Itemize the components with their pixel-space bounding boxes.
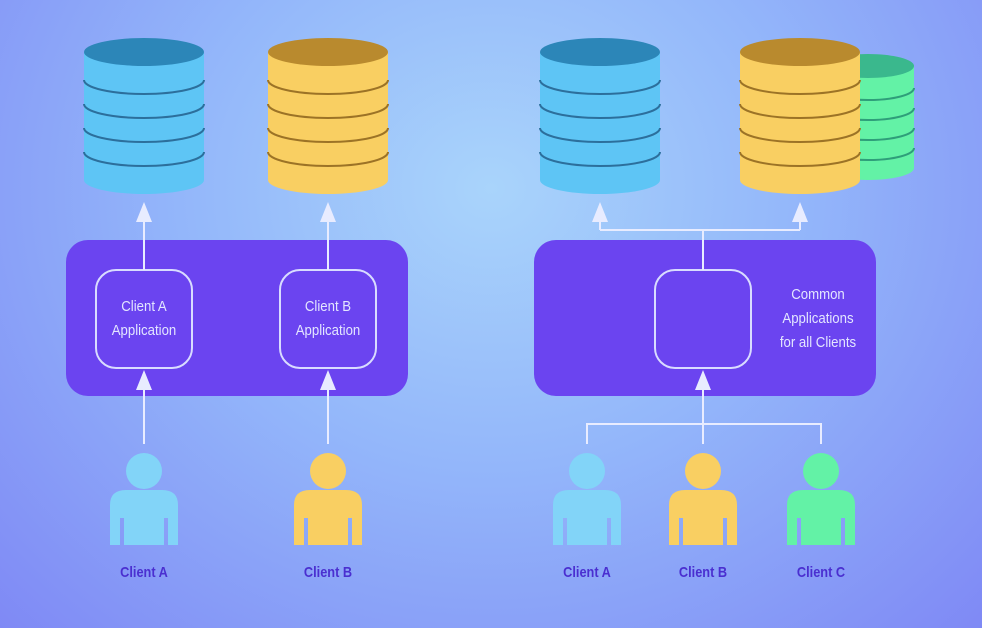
client-label-left-a: Client A: [120, 564, 168, 581]
client-b-application-label: Client B Application: [286, 295, 370, 343]
database-icon: [83, 38, 205, 194]
common-line3: for all Clients: [779, 334, 857, 351]
app-panel-left: [66, 240, 408, 396]
person-icon: [669, 453, 737, 545]
person-icon: [110, 453, 178, 545]
client-a-application-line2: Application: [111, 322, 177, 339]
person-icon: [294, 453, 362, 545]
arrow-up-icon: [586, 202, 822, 444]
client-a-application-line1: Client A: [121, 298, 167, 315]
client-label-left-b: Client B: [303, 564, 353, 581]
person-icon: [553, 453, 621, 545]
client-b-application-line2: Application: [295, 322, 361, 339]
client-label-right-b: Client B: [678, 564, 728, 581]
client-label-right-a: Client A: [563, 564, 611, 581]
app-panel-right: [534, 240, 876, 396]
common-applications-label: Common Applications for all Clients: [765, 283, 871, 355]
client-a-application-label: Client A Application: [102, 295, 186, 343]
common-line2: Applications: [782, 310, 854, 327]
database-icon: [539, 38, 661, 194]
common-line1: Common: [791, 286, 845, 303]
database-icon: [739, 38, 861, 194]
arrow-up-icon: [136, 202, 336, 444]
client-b-application-line1: Client B: [304, 298, 352, 315]
client-label-right-c: Client C: [796, 564, 846, 581]
database-icon: [267, 38, 389, 194]
person-icon: [787, 453, 855, 545]
